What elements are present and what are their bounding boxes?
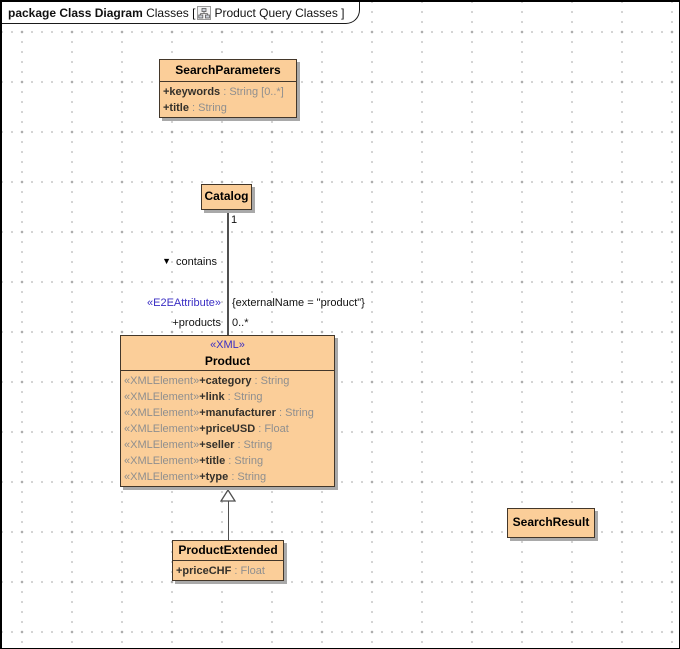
class-product[interactable]: «XML» Product «XMLElement»+category : St… xyxy=(120,335,335,487)
class-name: ProductExtended xyxy=(178,543,278,557)
attribute-row: «XMLElement»+link : String xyxy=(124,391,263,403)
attribute-row: «XMLElement»+manufacturer : String xyxy=(124,407,314,419)
attributes-compartment: +keywords : String [0..*] +title : Strin… xyxy=(160,81,296,117)
attribute-row: «XMLElement»+seller : String xyxy=(124,439,273,451)
reading-direction-arrow-icon: ▼ xyxy=(162,256,172,266)
class-productextended[interactable]: ProductExtended +priceCHF : Float xyxy=(172,540,284,581)
attribute-row: +priceCHF : Float xyxy=(176,565,265,577)
class-header: «XML» Product xyxy=(121,336,334,370)
attribute-row: +keywords : String [0..*] xyxy=(163,86,284,98)
multiplicity-target[interactable]: 0..* xyxy=(232,317,249,329)
generalization-arrowhead xyxy=(220,489,236,502)
association-stereotype[interactable]: «E2EAttribute» xyxy=(147,297,221,309)
class-header: SearchResult xyxy=(508,509,594,535)
class-header: ProductExtended xyxy=(173,541,283,560)
attribute-row: «XMLElement»+title : String xyxy=(124,455,264,467)
association-name: contains xyxy=(176,256,217,268)
multiplicity-source[interactable]: 1 xyxy=(231,214,238,226)
frame-kind-label: package Class Diagram xyxy=(8,5,147,20)
frame-context-label: Classes [ xyxy=(146,5,196,20)
class-name: SearchParameters xyxy=(175,63,281,77)
association-name-label[interactable]: ▼ contains xyxy=(162,254,217,269)
class-header: Catalog xyxy=(202,185,251,207)
target-role[interactable]: +products xyxy=(172,317,221,329)
class-catalog[interactable]: Catalog xyxy=(201,184,252,210)
class-searchresult[interactable]: SearchResult xyxy=(507,508,595,538)
diagram-frame-tab[interactable]: package Class Diagram Classes [ Product … xyxy=(2,2,360,24)
class-name: Catalog xyxy=(204,189,249,203)
class-diagram-icon xyxy=(197,5,212,20)
attributes-compartment: «XMLElement»+category : String «XMLEleme… xyxy=(121,370,334,486)
association-constraint[interactable]: {externalName = "product"} xyxy=(232,297,365,309)
generalization-productextended-product[interactable] xyxy=(227,501,229,540)
association-catalog-product[interactable] xyxy=(227,210,229,335)
class-name: Product xyxy=(204,354,251,368)
class-searchparameters[interactable]: SearchParameters +keywords : String [0..… xyxy=(159,59,297,118)
frame-diagram-name: Product Query Classes ] xyxy=(214,5,345,20)
class-stereotype: «XML» xyxy=(210,339,245,351)
class-name: SearchResult xyxy=(512,515,590,529)
attribute-row: «XMLElement»+type : String xyxy=(124,471,267,483)
class-header: SearchParameters xyxy=(160,60,296,81)
attribute-row: «XMLElement»+priceUSD : Float xyxy=(124,423,289,435)
attribute-row: +title : String xyxy=(163,102,227,114)
attribute-row: «XMLElement»+category : String xyxy=(124,375,290,387)
attributes-compartment: +priceCHF : Float xyxy=(173,560,283,580)
